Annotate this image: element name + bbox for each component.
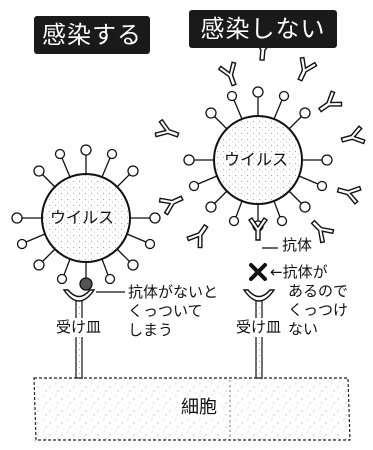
- virus-label-left: ウイルス: [50, 208, 115, 227]
- note-left: 抗体がないと くっついて しまう: [128, 283, 218, 340]
- antibody-icon: [336, 185, 362, 205]
- antibody-icon: [297, 56, 318, 82]
- note-left-line: くっついて: [128, 302, 203, 320]
- note-left-line: しまう: [128, 321, 174, 339]
- antibody-icon: [158, 195, 184, 216]
- virus-right: [183, 86, 333, 232]
- note-right-line: くっつけ: [288, 301, 349, 319]
- antibody-icon: [310, 219, 335, 244]
- antibody-label: 抗体: [282, 236, 313, 254]
- note-right-line: あるので: [288, 282, 349, 300]
- virus-left: [11, 144, 161, 291]
- note-left-line: 抗体がないと: [128, 283, 219, 301]
- pointer-lines: [96, 247, 278, 293]
- title-infect: 感染する: [34, 16, 150, 54]
- note-right-line: ない: [288, 320, 319, 338]
- antibody-icon: [217, 61, 237, 87]
- virus-left-spikes: [11, 144, 161, 285]
- receptor-label-left: 受け皿: [56, 318, 102, 337]
- receptor-label-right: 受け皿: [236, 318, 282, 337]
- virus-right-spikes: [183, 86, 333, 232]
- antibody-icon: [248, 217, 268, 241]
- note-right: ←抗体が あるので くっつけ ない: [270, 263, 348, 339]
- x-mark-icon: [249, 263, 267, 281]
- note-right-line: ←抗体が: [270, 263, 328, 281]
- antibody-icon: [317, 90, 343, 113]
- title-no-infect: 感染しない: [189, 10, 337, 48]
- cell-label: 細胞: [178, 398, 220, 417]
- antibody-icon: [154, 118, 180, 138]
- receptor-left: [62, 289, 96, 379]
- antibody-icon: [340, 125, 366, 145]
- virus-label-right: ウイルス: [224, 150, 289, 169]
- antibody-icon: [186, 223, 209, 249]
- receptor-right: [242, 289, 276, 379]
